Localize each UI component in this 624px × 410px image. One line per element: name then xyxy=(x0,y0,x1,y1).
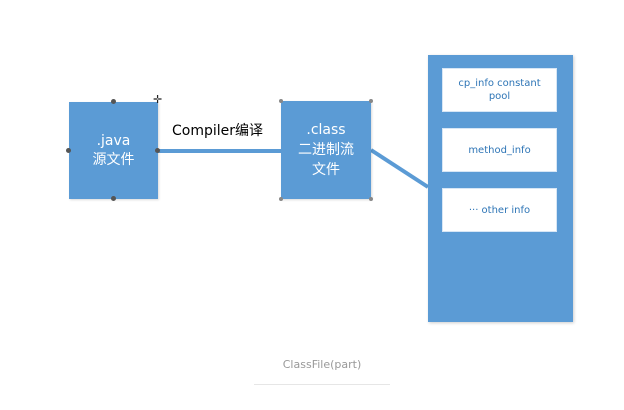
selection-handle-top[interactable] xyxy=(111,99,116,104)
method-info-label: method_info xyxy=(468,144,531,156)
caption-underline xyxy=(254,384,390,385)
class-box-title: .class xyxy=(306,122,346,138)
selection-handle-bottom-left[interactable] xyxy=(279,197,283,201)
classfile-panel[interactable]: cp_info constant pool method_info ··· ot… xyxy=(428,55,573,322)
class-box-subtitle-1: 二进制流 xyxy=(298,142,354,158)
method-info-box[interactable]: method_info xyxy=(442,128,557,172)
java-box-title: .java xyxy=(96,132,131,149)
java-source-box[interactable]: .java 源文件 xyxy=(66,99,160,201)
compiler-label: Compiler编译 xyxy=(172,123,264,139)
selection-handle-left[interactable] xyxy=(66,148,71,153)
cp-info-label: cp_info constant pool xyxy=(458,78,541,102)
class-binary-box[interactable]: .class 二进制流 文件 xyxy=(279,99,373,201)
crosshair-cursor-icon: ✛ xyxy=(153,93,163,106)
selection-handle-right[interactable] xyxy=(155,148,160,153)
class-box-subtitle-2: 文件 xyxy=(312,162,340,178)
selection-handle-top-left[interactable] xyxy=(279,99,283,103)
cp-info-box[interactable]: cp_info constant pool xyxy=(442,68,557,112)
figure-caption: ClassFile(part) xyxy=(282,358,362,371)
classfile-connector xyxy=(369,148,430,189)
selection-handle-bottom-right[interactable] xyxy=(369,197,373,201)
selection-handle-bottom[interactable] xyxy=(111,196,116,201)
selection-handle-top-right[interactable] xyxy=(369,99,373,103)
java-box-subtitle: 源文件 xyxy=(92,151,135,168)
other-info-box[interactable]: ··· other info xyxy=(442,188,557,232)
other-info-label: ··· other info xyxy=(468,204,531,216)
